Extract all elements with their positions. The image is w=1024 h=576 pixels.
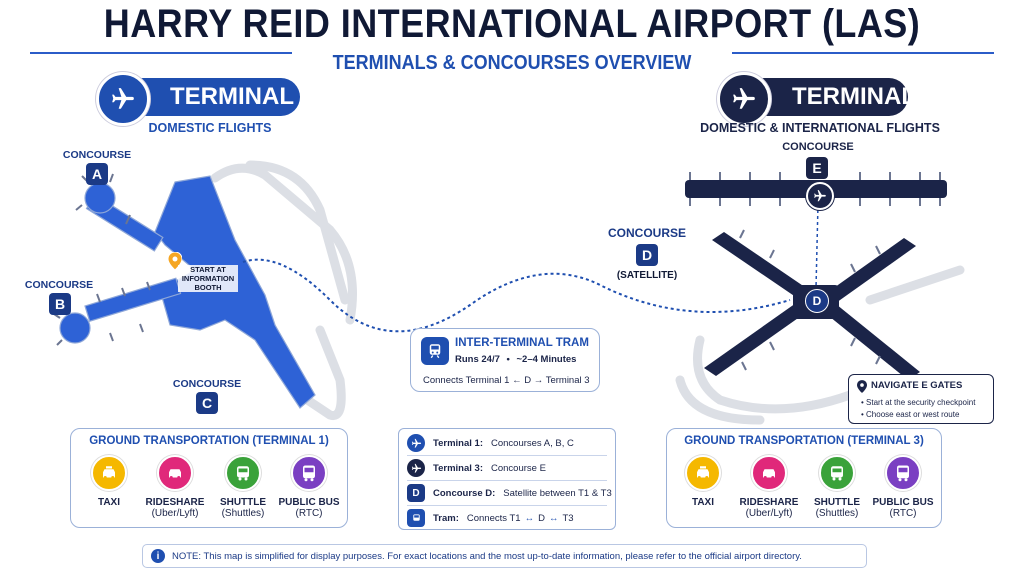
tram-info-box: INTER-TERMINAL TRAM Runs 24/7 • ~2–4 Min… [410,328,600,392]
d-badge-icon: D [407,484,425,502]
terminal3-roads [675,265,965,425]
legend-row-terminal1: Terminal 1: Concourses A, B, C [407,431,574,455]
navigate-e-bullet: • Choose east or west route [861,410,960,419]
divider [407,455,607,456]
info-booth-label: START AT INFORMATION BOOTH [178,265,238,292]
concourse-e-label: CONCOURSE [782,141,854,153]
ground-transport-t3: GROUND TRANSPORTATION (TERMINAL 3) TAXI … [666,428,942,528]
bus-icon [885,455,921,491]
tram-connects-prefix: Connects Terminal 1 [423,375,510,386]
location-pin-icon [857,380,867,398]
plane-icon [96,72,150,126]
tram-icon [421,337,449,365]
tram-duration: ~2–4 Minutes [516,354,577,365]
legend-row-concourse-d: D Concourse D: Satellite between T1 & T3 [407,481,612,505]
taxi-icon [91,455,127,491]
bus-icon [291,455,327,491]
info-icon: i [151,549,165,563]
navigate-e-list: • Start at the security checkpoint • Cho… [861,397,975,421]
shuttle-icon [225,455,261,491]
taxi-icon [685,455,721,491]
arrow-both-icon: ↔ [524,512,535,524]
legend-row-terminal3: Terminal 3: Concourse E [407,456,546,480]
plane-icon [717,72,771,126]
divider [407,505,607,506]
navigate-e-box: NAVIGATE E GATES • Start at the security… [848,374,994,424]
arrow-both-icon: ↔ [548,512,559,524]
transport-public-bus: PUBLIC BUS (RTC) [863,455,943,519]
terminal1-name: TERMINAL 1 [170,83,294,148]
plane-icon [806,182,834,210]
concourse-d-gates [739,229,881,371]
ground-transport-t1: GROUND TRANSPORTATION (TERMINAL 1) TAXI … [70,428,348,528]
page-subtitle: TERMINALS & CONCOURSES OVERVIEW [332,52,692,74]
terminal3-name: TERMINAL 3 [792,83,916,148]
note-text: NOTE: This map is simplified for display… [172,550,802,562]
legend-row-tram: Tram: Connects T1 ↔ D ↔ T3 [407,506,574,530]
tram-schedule: Runs 24/7 • ~2–4 Minutes [455,354,576,365]
ground-transport-t1-title: GROUND TRANSPORTATION (TERMINAL 1) [89,435,329,447]
concourse-d-satellite [704,232,920,380]
terminal3-pill: TERMINAL 3 [740,78,916,148]
concourse-b-label: CONCOURSE [24,279,94,291]
transport-shuttle: SHUTTLE (Shuttles) [203,455,283,519]
car-icon [157,455,193,491]
tram-route-line [242,258,791,333]
header-rule-right [732,52,994,54]
navigate-e-bullet: • Start at the security checkpoint [861,398,976,407]
terminal1-gates [53,173,151,346]
concourse-c-badge: C [196,392,218,414]
concourse-d-badge: D [636,244,658,266]
transport-rideshare: RIDESHARE (Uber/Lyft) [135,455,215,519]
transport-taxi: TAXI [69,455,149,508]
transport-public-bus: PUBLIC BUS (RTC) [269,455,349,519]
concourse-e-badge: E [806,157,828,179]
concourse-d-center-badge: D [805,289,829,313]
tram-bullet: • [506,354,510,365]
plane-icon [407,434,425,452]
tram-connects-suffix: Terminal 3 [545,375,590,386]
divider [407,480,607,481]
tram-connects: Connects Terminal 1 ← D → Terminal 3 [423,375,590,386]
terminal1-sub: DOMESTIC FLIGHTS [148,121,272,135]
shuttle-icon [819,455,855,491]
transport-rideshare: RIDESHARE (Uber/Lyft) [729,455,809,519]
legend-box: Terminal 1: Concourses A, B, C Terminal … [398,428,616,530]
concourse-d-note: (SATELLITE) [616,270,678,281]
plane-icon [407,459,425,477]
tram-connects-mid: D [524,375,532,386]
car-icon [751,455,787,491]
concourse-a-badge: A [86,163,108,185]
terminal1-building [59,175,316,409]
ground-transport-t3-title: GROUND TRANSPORTATION (TERMINAL 3) [684,435,924,447]
header-rule-left [30,52,292,54]
tram-title: INTER-TERMINAL TRAM [455,337,589,349]
terminal3-sub: DOMESTIC & INTERNATIONAL FLIGHTS [700,121,940,135]
concourse-c-label: CONCOURSE [172,378,242,390]
arrow-right-icon: → [533,375,544,386]
navigate-e-title: NAVIGATE E GATES [871,380,963,391]
arrow-left-icon: ← [512,375,522,386]
transport-taxi: TAXI [663,455,743,508]
note-bar: i NOTE: This map is simplified for displ… [142,544,867,568]
terminal1-roads [210,160,357,420]
concourse-b-badge: B [49,293,71,315]
transport-shuttle: SHUTTLE (Shuttles) [797,455,877,519]
tram-runs: Runs 24/7 [455,354,500,365]
concourse-d-label: CONCOURSE [607,226,686,240]
tram-route-e-line [815,203,819,289]
tram-icon [407,509,425,527]
concourse-a-label: CONCOURSE [62,149,132,161]
page-title: HARRY REID INTERNATIONAL AIRPORT (LAS) [103,2,921,46]
